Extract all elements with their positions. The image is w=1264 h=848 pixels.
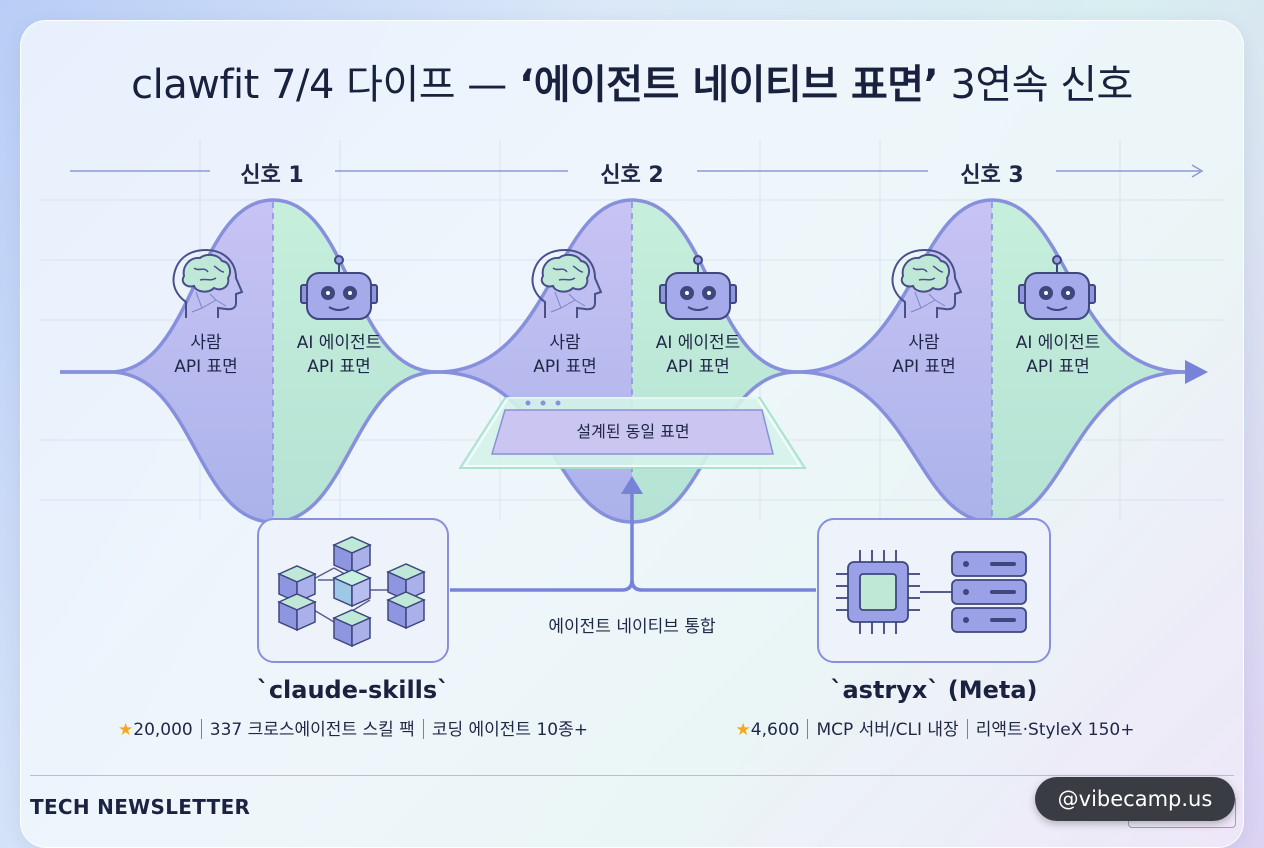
product-1-fact-1: 337 크로스에이전트 스킬 팩 (209, 720, 415, 740)
signal-3-agent-surface-label: AI 에이전트 API 표면 (1015, 333, 1101, 377)
product-1-meta: ★20,000 337 크로스에이전트 스킬 팩 코딩 에이전트 10종+ (60, 715, 646, 740)
human-surface-line-1: 사람 (190, 333, 222, 353)
signal-2-human-surface-label: 사람 API 표면 (533, 333, 597, 377)
divider (966, 719, 968, 739)
human-head-brain-icon (172, 248, 244, 318)
star-icon: ★ (735, 720, 751, 740)
signal-3-human-surface-label: 사람 API 표면 (892, 333, 956, 377)
cubes-network-icon (277, 536, 426, 648)
center-surface-panel (458, 397, 807, 469)
product-2-meta: ★4,600 MCP 서버/CLI 내장 리액트·StyleX 150+ (672, 715, 1198, 740)
chip-server-icon (836, 550, 1027, 634)
newsletter-brand: TECH NEWSLETTER (30, 795, 251, 819)
robot-icon (659, 255, 737, 320)
integration-connectors (450, 490, 816, 592)
product-1-stars: 20,000 (133, 720, 193, 740)
signal-1-human-surface-label: 사람 API 표면 (126, 331, 286, 379)
human-head-brain-icon (891, 248, 963, 318)
signal-1-agent-surface-label: AI 에이전트 API 표면 (296, 333, 382, 377)
wave-arrowhead (1185, 360, 1208, 384)
divider (807, 719, 809, 739)
robot-icon (300, 255, 378, 320)
integration-arrowhead (621, 476, 643, 494)
human-surface-line-2: API 표면 (174, 357, 238, 377)
star-icon: ★ (118, 720, 134, 740)
divider (200, 719, 202, 739)
timeline-arrow (70, 164, 1204, 178)
footer-divider (30, 775, 1234, 776)
robot-icon (1018, 255, 1096, 320)
product-2-stars: 4,600 (750, 720, 800, 740)
product-1-fact-2: 코딩 에이전트 10종+ (431, 720, 588, 740)
product-2-name: `astryx` (Meta) (830, 676, 1038, 704)
signal-2-agent-surface-label: AI 에이전트 API 표면 (655, 333, 741, 377)
product-1-name: `claude-skills` (256, 676, 450, 704)
integration-label: 에이전트 네이티브 통합 (548, 617, 716, 637)
product-2-fact-1: MCP 서버/CLI 내장 (816, 720, 959, 740)
signal-1-label: 신호 1 (240, 163, 304, 188)
signal-2-label: 신호 2 (600, 163, 664, 188)
vibecamp-badge[interactable]: @vibecamp.us (1035, 777, 1235, 821)
divider (422, 719, 424, 739)
signal-3-label: 신호 3 (960, 163, 1024, 188)
product-2-fact-2: 리액트·StyleX 150+ (975, 720, 1135, 740)
center-surface-label: 설계된 동일 표면 (576, 422, 690, 441)
page-title: clawfit 7/4 다이프 — ‘에이전트 네이티브 표면’ 3연속 신호 (131, 62, 1133, 108)
human-head-brain-icon (531, 248, 603, 318)
